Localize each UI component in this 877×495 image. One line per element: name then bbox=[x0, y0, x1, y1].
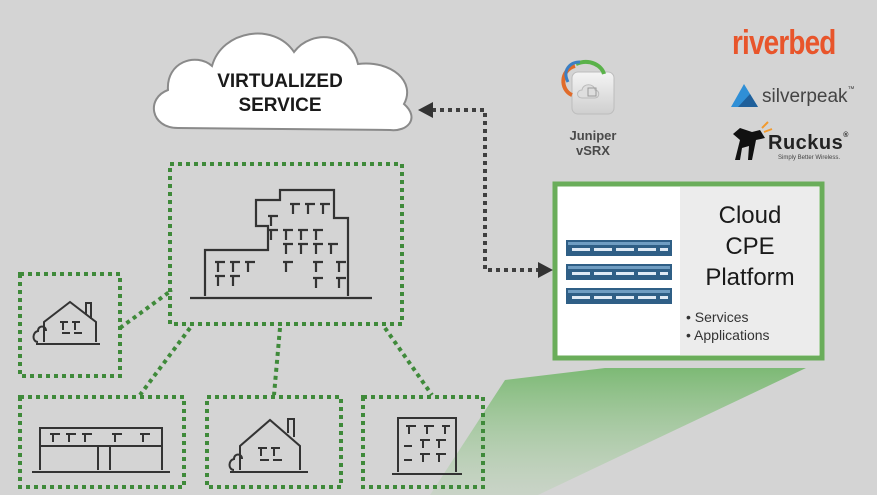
ruckus-logo-text: Ruckus bbox=[768, 132, 844, 154]
cpe-bullet: • Applications bbox=[686, 327, 770, 343]
cpe-bullet-text: Services bbox=[694, 309, 749, 325]
arrowhead-left bbox=[418, 102, 433, 118]
dotted-connector bbox=[432, 108, 540, 272]
juniper-label: Juniper vSRX bbox=[548, 128, 638, 158]
cpe-title-line2: CPE bbox=[725, 233, 775, 260]
branch-office-box bbox=[361, 395, 485, 489]
cpe-bullet-list: • Services • Applications bbox=[686, 308, 770, 344]
house-icon bbox=[228, 418, 308, 473]
hq-site-box bbox=[168, 162, 404, 326]
ruckus-dog-icon bbox=[733, 121, 773, 160]
ruckus-logo: Ruckus® bbox=[768, 132, 849, 154]
arrowhead-right bbox=[538, 262, 553, 278]
house-icon bbox=[32, 300, 100, 345]
cpe-title: Cloud CPE Platform bbox=[680, 200, 820, 293]
silverpeak-logo-icon bbox=[731, 84, 758, 107]
silverpeak-logo: silverpeak™ bbox=[762, 86, 855, 107]
server-rack-icon bbox=[566, 240, 672, 304]
juniper-label-line2: vSRX bbox=[576, 143, 610, 158]
cpe-projection-beam bbox=[430, 368, 806, 495]
link-hq-small bbox=[118, 288, 174, 330]
cloud-label-line1: VIRTUALIZED bbox=[217, 71, 343, 92]
small-site-box bbox=[18, 272, 122, 378]
cpe-bullet: • Services bbox=[686, 309, 749, 325]
cpe-bullet-text: Applications bbox=[694, 327, 770, 343]
link-hq-house bbox=[272, 327, 282, 396]
cpe-title-line3: Platform bbox=[705, 264, 795, 291]
silverpeak-logo-text-a: silver bbox=[762, 86, 807, 107]
branch-warehouse-box bbox=[18, 395, 186, 489]
silverpeak-logo-text-b: peak bbox=[806, 86, 848, 107]
link-hq-warehouse bbox=[138, 326, 192, 397]
cloud-label-line2: SERVICE bbox=[238, 95, 322, 116]
branch-house-box bbox=[205, 395, 343, 489]
headquarters-building-icon bbox=[190, 188, 372, 300]
ruckus-tagline: Simply Better Wireless. bbox=[778, 155, 841, 161]
link-hq-office bbox=[383, 326, 434, 397]
cloud-icon bbox=[152, 32, 413, 132]
cloud-label: VIRTUALIZED SERVICE bbox=[150, 70, 410, 118]
juniper-app-icon bbox=[561, 59, 615, 115]
office-building-icon bbox=[392, 417, 462, 475]
warehouse-icon bbox=[32, 427, 170, 473]
cpe-title-line1: Cloud bbox=[718, 202, 782, 229]
riverbed-logo: riverbed bbox=[732, 24, 836, 62]
juniper-label-line1: Juniper bbox=[569, 128, 617, 143]
cpe-platform-panel bbox=[680, 187, 819, 355]
